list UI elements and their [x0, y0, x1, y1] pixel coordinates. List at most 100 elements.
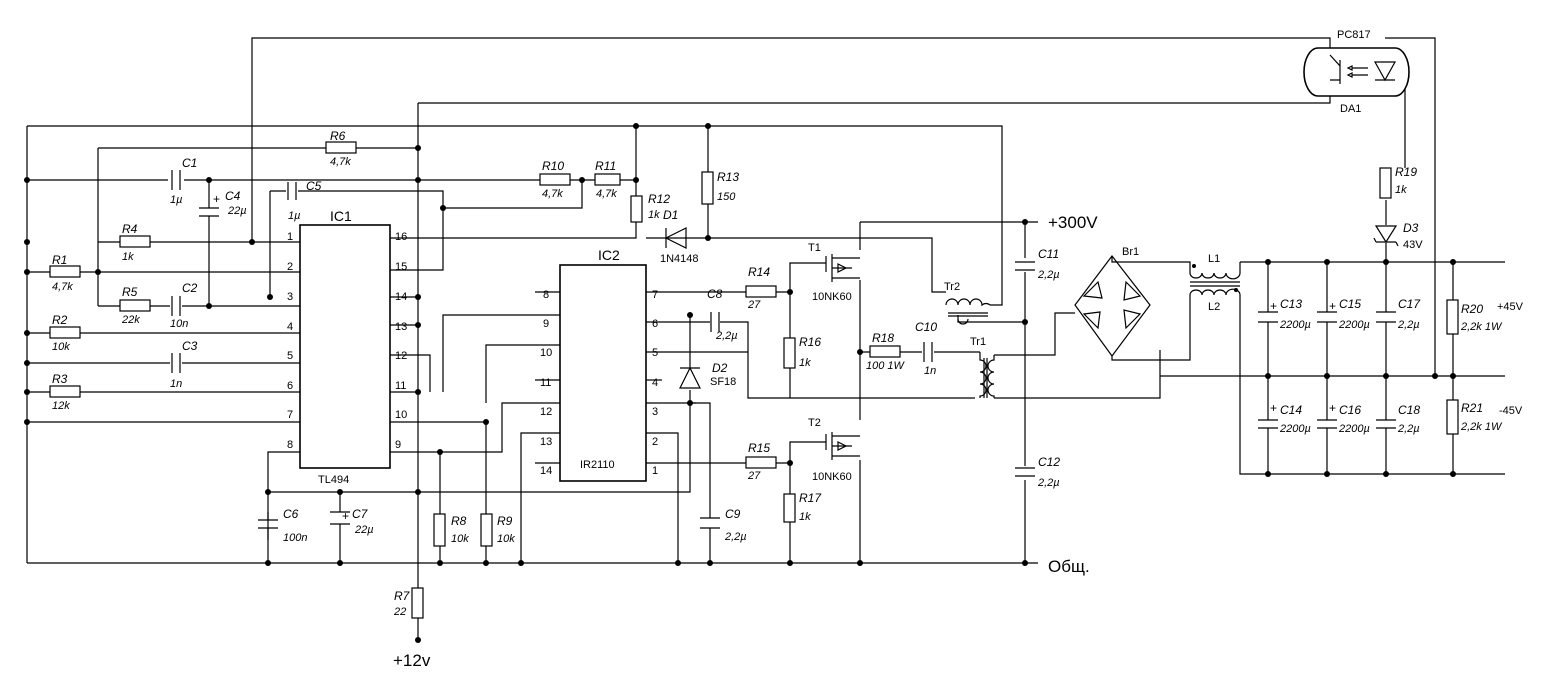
r12-val-label: 1k — [648, 209, 660, 221]
wiring — [26, 37, 1505, 640]
r1-ref-label: R1 — [52, 253, 67, 267]
t1-ref-label: T1 — [808, 242, 821, 254]
r12-ref-label: R12 — [648, 192, 670, 206]
r20-ref-label: R20 — [1461, 302, 1483, 316]
magnetics: Tr2 Tr1 L1 L2 — [944, 253, 1241, 398]
ic2-pin-1: 1 — [652, 465, 658, 477]
c6-val-label: 100n — [283, 532, 307, 544]
c14-ref-label: C14 — [1280, 403, 1302, 417]
rail-labels: +300V Общ. +12v +45V -45V — [393, 213, 1524, 670]
r4-val-label: 1k — [122, 251, 134, 263]
ic1-pin-1: 1 — [287, 231, 293, 243]
r6-ref-label: R6 — [330, 129, 346, 143]
c7-ref-label: C7 — [352, 507, 369, 521]
r15-ref-label: R15 — [748, 441, 770, 455]
ic2-part: IR2110 — [580, 459, 615, 471]
transformer-tr2: Tr2 — [944, 281, 991, 325]
ic1-pin-15: 15 — [395, 261, 407, 273]
c17-val-label: 2,2µ — [1397, 319, 1420, 331]
l1-label-label: L1 — [1208, 253, 1220, 265]
c7-val-label: 22µ — [354, 524, 374, 536]
ic1-pin-4: 4 — [287, 321, 293, 333]
c13-val-label: 2200µ — [1279, 319, 1311, 331]
r7-val-label: 22 — [393, 606, 406, 618]
c12-val-label: 2,2µ — [1037, 477, 1060, 489]
c5-ref-label: C5 — [306, 179, 322, 193]
opto-part: PC817 — [1337, 29, 1371, 41]
svg-text:+: + — [1270, 401, 1277, 415]
c8-ref-label: C8 — [707, 287, 723, 301]
r3-val-label: 12k — [52, 400, 70, 412]
r20-val-label: 2,2k 1W — [1460, 321, 1503, 333]
r14-ref-label: R14 — [748, 265, 770, 279]
c10-val-label: 1n — [924, 365, 936, 377]
ic2-ref: IC2 — [598, 247, 620, 263]
c13-ref-label: C13 — [1280, 297, 1302, 311]
hv-rail-label: +300V — [1048, 213, 1098, 232]
resistor-r3: R3 12k — [49, 372, 81, 412]
ic2-ir2110: IC2 IR2110 8 9 10 11 12 13 14 7 6 5 4 3 … — [540, 247, 658, 482]
ic2-pin-9: 9 — [543, 318, 549, 330]
ic1-pin-16: 16 — [395, 231, 407, 243]
bridge-rectifier-br1: Br1 — [1074, 246, 1151, 358]
ic2-pin-5: 5 — [652, 347, 658, 359]
c5-val-label: 1µ — [288, 210, 300, 222]
r15-val-label: 27 — [747, 470, 761, 482]
c18-val-label: 2,2µ — [1397, 423, 1420, 435]
d2-val-label: SF18 — [710, 376, 736, 388]
l2-label-label: L2 — [1208, 301, 1220, 313]
resistor-r15: R15 27 — [745, 441, 777, 482]
r16-val-label: 1k — [799, 357, 811, 369]
output-pos-label: +45V — [1497, 301, 1524, 313]
c2-ref-label: C2 — [182, 281, 198, 295]
r6-val-label: 4,7k — [330, 156, 351, 168]
optocoupler-pc817: PC817 DA1 — [1303, 29, 1410, 115]
common-rail-label: Общ. — [1048, 557, 1090, 576]
r10-ref-label: R10 — [542, 159, 564, 173]
capacitor-c5: C5 1µ — [287, 179, 322, 222]
c6-ref-label: C6 — [283, 507, 299, 521]
r3-ref-label: R3 — [52, 372, 68, 386]
ic1-pin-14: 14 — [395, 291, 407, 303]
r8-val-label: 10k — [451, 533, 469, 545]
c2-val-label: 10n — [170, 318, 188, 330]
ic1-pin-13: 13 — [395, 321, 407, 333]
r11-ref-label: R11 — [595, 159, 616, 173]
r8-ref-label: R8 — [451, 514, 467, 528]
ic1-pin-11: 11 — [395, 380, 406, 392]
capacitor-c8: C82,2µ — [707, 287, 738, 342]
r17-ref-label: R17 — [799, 491, 822, 505]
opto-ref: DA1 — [1340, 103, 1361, 115]
ic2-pin-6: 6 — [652, 318, 658, 330]
r9-val-label: 10k — [497, 533, 515, 545]
ic2-pin-10: 10 — [540, 347, 552, 359]
d1-val-label: 1N4148 — [660, 253, 699, 265]
ic1-pin-3: 3 — [287, 291, 293, 303]
c15-ref-label: C15 — [1339, 297, 1361, 311]
tr2-label-label: Tr2 — [944, 281, 960, 293]
ic2-pin-8: 8 — [543, 289, 549, 301]
r9-ref-label: R9 — [497, 514, 513, 528]
t2-ref-label: T2 — [808, 417, 821, 429]
svg-text:+: + — [213, 192, 220, 206]
